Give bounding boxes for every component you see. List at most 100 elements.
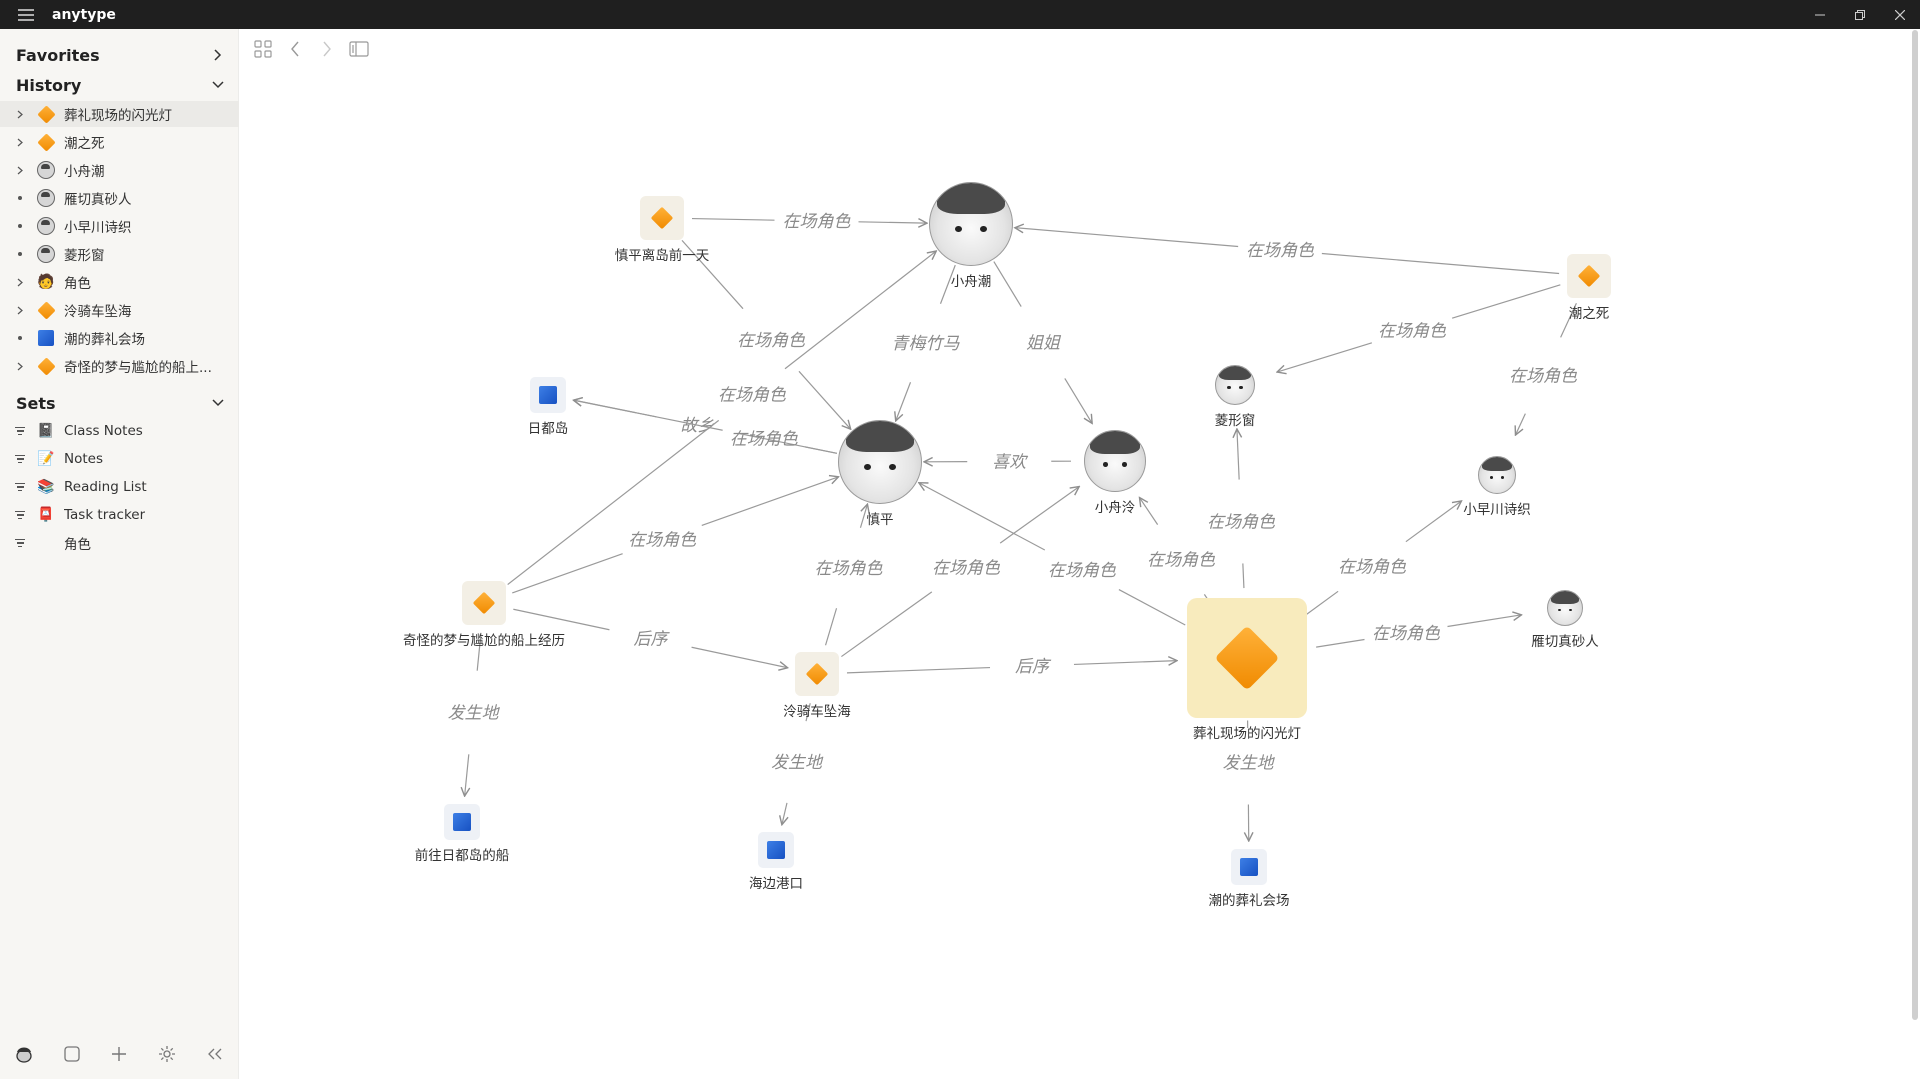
- chevron-right-icon[interactable]: [13, 166, 27, 175]
- graph-edge-arrow: [858, 222, 927, 223]
- graph-node[interactable]: 日都岛: [448, 377, 648, 437]
- graph-node[interactable]: 葬礼现场的闪光灯: [1147, 598, 1347, 742]
- graph-edge-label: 在场角色: [1338, 558, 1407, 578]
- chevron-right-icon[interactable]: [13, 306, 27, 315]
- bullet-dot-icon: [13, 252, 27, 256]
- graph-edge-label: 姐姐: [1026, 334, 1062, 354]
- minimize-icon[interactable]: [1800, 0, 1840, 29]
- character-face-icon: [1478, 456, 1516, 494]
- graph-canvas[interactable]: 在场角色在场角色在场角色在场角色在场角色青梅竹马姐姐故乡喜欢在场角色在场角色后序…: [240, 29, 1920, 1079]
- set-item[interactable]: 📚Reading List: [0, 474, 239, 500]
- graph-edges: 在场角色在场角色在场角色在场角色在场角色青梅竹马姐姐故乡喜欢在场角色在场角色后序…: [448, 212, 1578, 1079]
- chevron-right-icon[interactable]: [13, 278, 27, 287]
- history-item[interactable]: 葬礼现场的闪光灯: [0, 101, 239, 127]
- graph-node-label: 菱形窗: [1214, 413, 1256, 429]
- history-item[interactable]: 小舟潮: [0, 157, 239, 183]
- graph-edge-arrow: [1237, 429, 1239, 480]
- grid-view-icon[interactable]: [248, 34, 278, 64]
- close-icon[interactable]: [1880, 0, 1920, 29]
- gear-icon[interactable]: [143, 1045, 191, 1063]
- bullet-dot-icon: [13, 224, 27, 228]
- profile-avatar-icon[interactable]: [0, 1045, 48, 1063]
- graph-node[interactable]: 慎平离岛前一天: [562, 196, 762, 264]
- graph-edge-arrow: [1515, 413, 1526, 435]
- history-item[interactable]: 🧑角色: [0, 269, 239, 295]
- graph-node[interactable]: 海边港口: [676, 832, 876, 892]
- diamond-icon: [36, 356, 56, 376]
- graph-edge-arrow: [784, 251, 936, 370]
- graph-edge-arrow: [896, 382, 912, 421]
- filter-icon: [13, 482, 27, 492]
- graph-node[interactable]: 雁切真砂人: [1465, 590, 1665, 650]
- graph-edge-line: [1316, 638, 1365, 648]
- graph-node[interactable]: 菱形窗: [1135, 365, 1335, 429]
- graph-node[interactable]: 前往日都岛的船: [362, 804, 562, 864]
- set-item-label: Class Notes: [64, 423, 143, 439]
- history-item[interactable]: 小早川诗织: [0, 213, 239, 239]
- graph-edge-line: [804, 446, 837, 454]
- graph-edge-line: [476, 632, 482, 671]
- back-arrow-icon[interactable]: [280, 34, 310, 64]
- panel-toggle-icon[interactable]: [344, 34, 374, 64]
- chevron-down-icon[interactable]: [210, 77, 226, 93]
- history-header[interactable]: History: [16, 73, 226, 97]
- bullet-dot-icon: [13, 196, 27, 200]
- diamond-icon: [36, 104, 56, 124]
- graph-node[interactable]: 奇怪的梦与尴尬的船上经历: [384, 581, 584, 649]
- set-item[interactable]: 📮Task tracker: [0, 502, 239, 528]
- graph-node[interactable]: 潮的葬礼会场: [1149, 849, 1349, 909]
- chevron-right-icon[interactable]: [13, 110, 27, 119]
- graph-node[interactable]: 小舟潮: [871, 182, 1071, 290]
- chevron-right-icon[interactable]: [13, 138, 27, 147]
- history-item[interactable]: 菱形窗: [0, 241, 239, 267]
- history-item[interactable]: 泠骑车坠海: [0, 297, 239, 323]
- plus-icon[interactable]: [96, 1046, 144, 1062]
- forward-arrow-icon[interactable]: [312, 34, 342, 64]
- favorites-header[interactable]: Favorites: [16, 43, 226, 67]
- set-item[interactable]: 📓Class Notes: [0, 418, 239, 444]
- graph-node-label: 慎平: [866, 512, 894, 528]
- diamond-icon: [805, 662, 829, 686]
- blue-square-node-icon: [1231, 849, 1267, 885]
- chevron-down-icon[interactable]: [210, 395, 226, 411]
- history-label: History: [16, 75, 82, 95]
- restore-icon[interactable]: [1840, 0, 1880, 29]
- diamond-icon: [36, 132, 56, 152]
- chevron-right-icon[interactable]: [13, 362, 27, 371]
- set-item[interactable]: 角色: [0, 530, 239, 556]
- avatar-icon: [37, 217, 55, 235]
- menu-icon[interactable]: [0, 0, 52, 29]
- history-item[interactable]: 雁切真砂人: [0, 185, 239, 211]
- blue-square-icon: [1240, 858, 1258, 876]
- graph-edge-label: 在场角色: [1372, 624, 1441, 644]
- graph-node-label: 小早川诗织: [1463, 502, 1531, 518]
- history-item[interactable]: 潮之死: [0, 129, 239, 155]
- graph-edge-label: 后序: [634, 630, 671, 650]
- history-item[interactable]: 奇怪的梦与尴尬的船上...: [0, 353, 239, 379]
- set-item-label: Notes: [64, 451, 103, 467]
- history-item[interactable]: 潮的葬礼会场: [0, 325, 239, 351]
- graph-edge-line: [1118, 589, 1186, 626]
- graph-edge-arrow: [859, 504, 867, 528]
- history-item-label: 潮的葬礼会场: [64, 332, 145, 348]
- graph-node[interactable]: 小舟泠: [1015, 430, 1215, 516]
- graph-edge-label: 后序: [1015, 657, 1052, 677]
- graph-edge-arrow: [1447, 615, 1521, 628]
- set-item[interactable]: 📝Notes: [0, 446, 239, 472]
- blue-square-node-icon: [530, 377, 566, 413]
- graph-edge-arrow: [1277, 342, 1373, 372]
- history-item-label: 奇怪的梦与尴尬的船上...: [64, 360, 212, 376]
- graph-edge-arrow: [919, 483, 1046, 551]
- sets-header[interactable]: Sets: [16, 391, 226, 415]
- graph-edge-arrow: [1015, 228, 1239, 248]
- chevron-right-icon[interactable]: [210, 47, 226, 63]
- widget-square-icon[interactable]: [48, 1046, 96, 1062]
- graph-node[interactable]: 泠骑车坠海: [717, 652, 917, 720]
- graph-node[interactable]: 潮之死: [1489, 254, 1689, 322]
- vertical-scrollbar[interactable]: [1912, 30, 1918, 1020]
- graph-edge-arrow: [1405, 501, 1462, 543]
- collapse-sidebar-icon[interactable]: [191, 1048, 239, 1060]
- graph-node[interactable]: 慎平: [780, 420, 980, 528]
- graph-node[interactable]: 小早川诗织: [1397, 456, 1597, 518]
- diamond-icon: [1577, 264, 1601, 288]
